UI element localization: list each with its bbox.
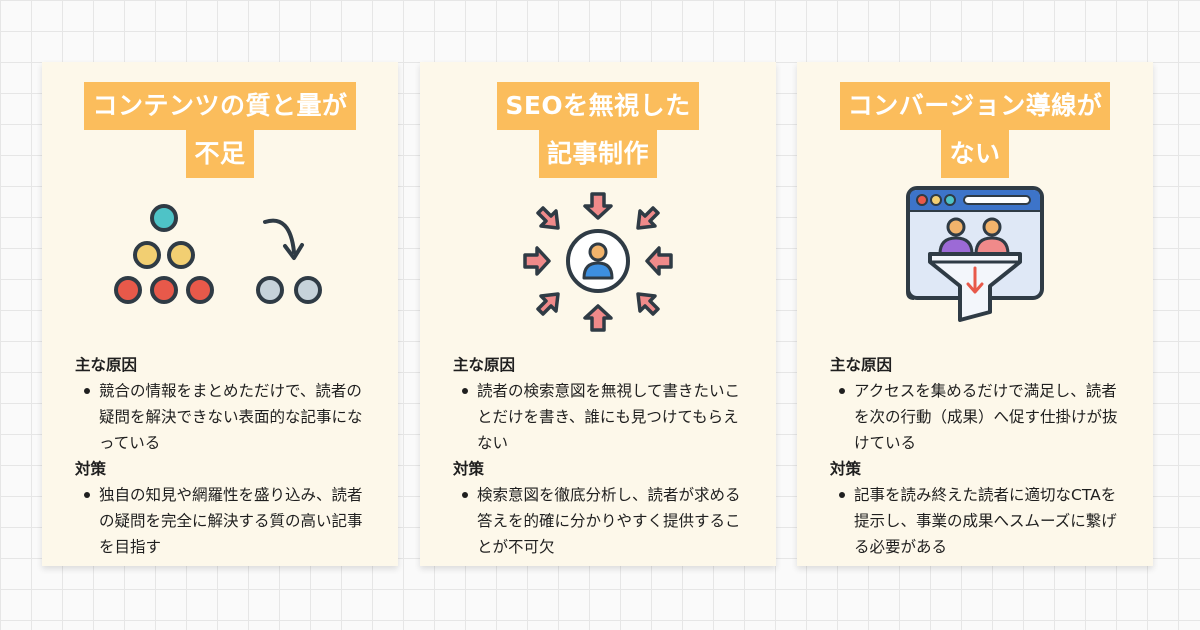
cause-item: アクセスを集めるだけで満足し、読者を次の行動（成果）へ促す仕掛けが抜けている — [830, 378, 1131, 456]
card-title-line-1: コンバージョン導線が — [839, 82, 1111, 130]
card-title: SEOを無視した 記事制作 — [420, 82, 776, 178]
card-body: 主な原因 競合の情報をまとめただけで、読者の疑問を解決できない表面的な記事になっ… — [75, 352, 376, 560]
card-seo-ignored: SEOを無視した 記事制作 主な原因 — [420, 62, 776, 566]
cause-item: 競合の情報をまとめただけで、読者の疑問を解決できない表面的な記事になっている — [75, 378, 376, 456]
measure-heading: 対策 — [75, 460, 107, 478]
card-no-conversion-path: コンバージョン導線が ない 主な原因 アクセスを集めるだけで満足し — [797, 62, 1153, 566]
dots-pyramid-reduction-icon — [42, 192, 398, 332]
measure-heading: 対策 — [830, 460, 862, 478]
cause-heading: 主な原因 — [75, 356, 138, 374]
card-title-line-2: 不足 — [186, 130, 254, 178]
card-title-line-2: ない — [941, 130, 1009, 178]
cause-heading: 主な原因 — [453, 356, 516, 374]
user-target-arrows-icon — [420, 192, 776, 332]
card-title-line-1: SEOを無視した — [497, 82, 699, 130]
measure-item: 記事を読み終えた読者に適切なCTAを提示し、事業の成果へスムーズに繋げる必要があ… — [830, 482, 1131, 560]
cause-item: 読者の検索意図を無視して書きたいことだけを書き、誰にも見つけてもらえない — [453, 378, 754, 456]
browser-funnel-users-icon — [797, 186, 1153, 332]
card-title: コンテンツの質と量が 不足 — [42, 82, 398, 178]
card-title: コンバージョン導線が ない — [797, 82, 1153, 178]
measure-heading: 対策 — [453, 460, 485, 478]
card-title-line-1: コンテンツの質と量が — [84, 82, 356, 130]
card-content-quality: コンテンツの質と量が 不足 主な原因 競合の情報をまとめただけで、読者の疑問を解… — [42, 62, 398, 566]
card-body: 主な原因 読者の検索意図を無視して書きたいことだけを書き、誰にも見つけてもらえな… — [453, 352, 754, 560]
card-title-line-2: 記事制作 — [538, 130, 657, 178]
measure-item: 検索意図を徹底分析し、読者が求める答えを的確に分かりやすく提供することが不可欠 — [453, 482, 754, 560]
cause-heading: 主な原因 — [830, 356, 893, 374]
card-body: 主な原因 アクセスを集めるだけで満足し、読者を次の行動（成果）へ促す仕掛けが抜け… — [830, 352, 1131, 560]
measure-item: 独自の知見や網羅性を盛り込み、読者の疑問を完全に解決する質の高い記事を目指す — [75, 482, 376, 560]
